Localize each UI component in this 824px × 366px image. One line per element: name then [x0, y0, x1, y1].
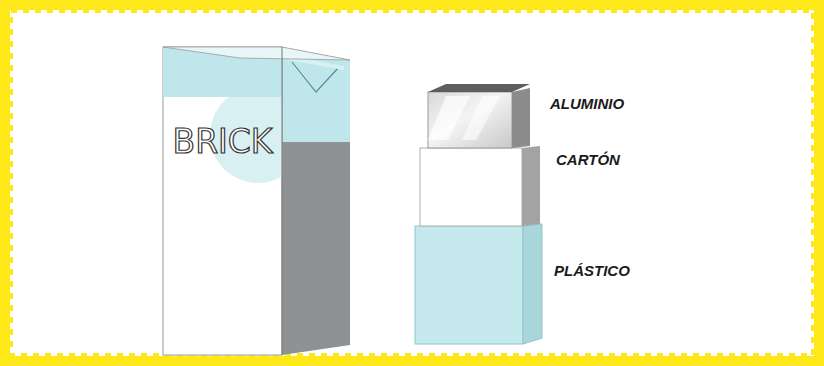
layered-box	[415, 84, 542, 344]
part-label: CARTÓN	[556, 152, 620, 169]
frame-teeth	[11, 11, 813, 355]
part-label: PLÁSTICO	[554, 263, 630, 280]
frame	[5, 5, 819, 361]
part-label: ALUMINIO	[550, 96, 624, 113]
brick-carton	[163, 47, 350, 355]
brand-name: BRICK	[173, 124, 273, 160]
